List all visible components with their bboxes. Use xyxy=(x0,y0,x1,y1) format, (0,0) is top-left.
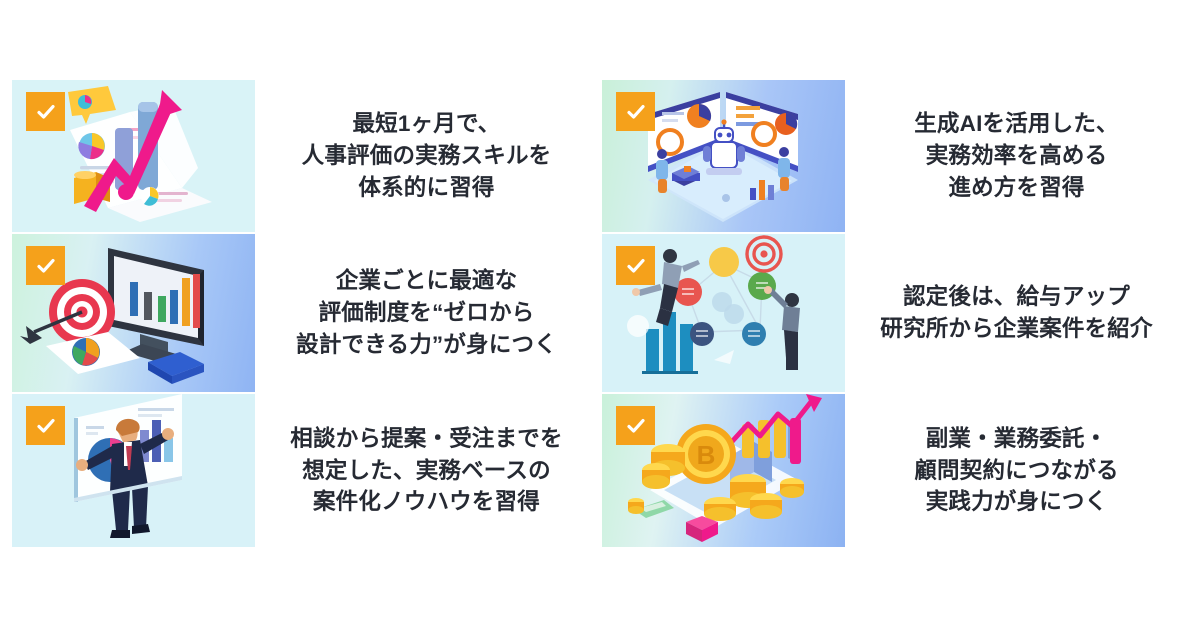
check-badge-5 xyxy=(616,246,655,285)
feature-illustration-4 xyxy=(602,80,845,232)
ai-robot-dashboard-room-illustration xyxy=(648,92,798,222)
check-icon xyxy=(36,418,55,433)
feature-text-6: 副業・業務委託・ 顧問契約につながる 実践力が身につく xyxy=(914,425,1119,515)
team-network-circles-illustration xyxy=(627,235,800,374)
check-icon xyxy=(626,418,645,433)
target-monitor-barchart-illustration xyxy=(20,248,204,384)
features-grid: 最短1ヶ月で、 人事評価の実務スキルを 体系的に習得 xyxy=(12,80,1188,547)
feature-card-1: 最短1ヶ月で、 人事評価の実務スキルを 体系的に習得 xyxy=(12,80,598,232)
feature-text-cell-6: 副業・業務委託・ 顧問契約につながる 実践力が身につく xyxy=(845,394,1188,547)
feature-text-cell-1: 最短1ヶ月で、 人事評価の実務スキルを 体系的に習得 xyxy=(255,80,598,232)
svg-text:B: B xyxy=(697,440,716,470)
check-badge-1 xyxy=(26,92,65,131)
feature-text-cell-3: 相談から提案・受注までを 想定した、実務ベースの 案件化ノウハウを習得 xyxy=(255,394,598,547)
feature-illustration-1 xyxy=(12,80,255,232)
feature-card-3: 相談から提案・受注までを 想定した、実務ベースの 案件化ノウハウを習得 xyxy=(12,394,598,547)
feature-illustration-6: B xyxy=(602,394,845,547)
feature-illustration-2 xyxy=(12,234,255,392)
check-icon xyxy=(626,104,645,119)
check-badge-2 xyxy=(26,246,65,285)
check-badge-6 xyxy=(616,406,655,445)
check-badge-3 xyxy=(26,406,65,445)
bitcoin-coins-growth-illustration: B xyxy=(628,394,822,542)
growth-chart-documents-illustration xyxy=(68,86,212,222)
check-icon xyxy=(626,258,645,273)
feature-text-5: 認定後は、給与アップ 研究所から企業案件を紹介 xyxy=(880,284,1153,341)
feature-illustration-5 xyxy=(602,234,845,392)
feature-card-2: 企業ごとに最適な 評価制度を“ゼロから 設計できる力”が身につく xyxy=(12,234,598,392)
feature-card-5: 認定後は、給与アップ 研究所から企業案件を紹介 xyxy=(602,234,1188,392)
feature-text-cell-5: 認定後は、給与アップ 研究所から企業案件を紹介 xyxy=(845,234,1188,392)
feature-text-cell-2: 企業ごとに最適な 評価制度を“ゼロから 設計できる力”が身につく xyxy=(255,234,598,392)
check-badge-4 xyxy=(616,92,655,131)
feature-text-1: 最短1ヶ月で、 人事評価の実務スキルを 体系的に習得 xyxy=(301,111,552,200)
feature-text-2: 企業ごとに最適な 評価制度を“ゼロから 設計できる力”が身につく xyxy=(296,268,557,357)
check-icon xyxy=(36,104,55,119)
feature-illustration-3 xyxy=(12,394,255,547)
businessman-presentation-illustration xyxy=(74,394,182,538)
feature-text-4: 生成AIを活用した、 実務効率を高める 進め方を習得 xyxy=(914,111,1119,200)
feature-card-4: 生成AIを活用した、 実務効率を高める 進め方を習得 xyxy=(602,80,1188,232)
check-icon xyxy=(36,258,55,273)
feature-card-6: B xyxy=(602,394,1188,547)
feature-text-3: 相談から提案・受注までを 想定した、実務ベースの 案件化ノウハウを習得 xyxy=(290,425,563,515)
feature-text-cell-4: 生成AIを活用した、 実務効率を高める 進め方を習得 xyxy=(845,80,1188,232)
